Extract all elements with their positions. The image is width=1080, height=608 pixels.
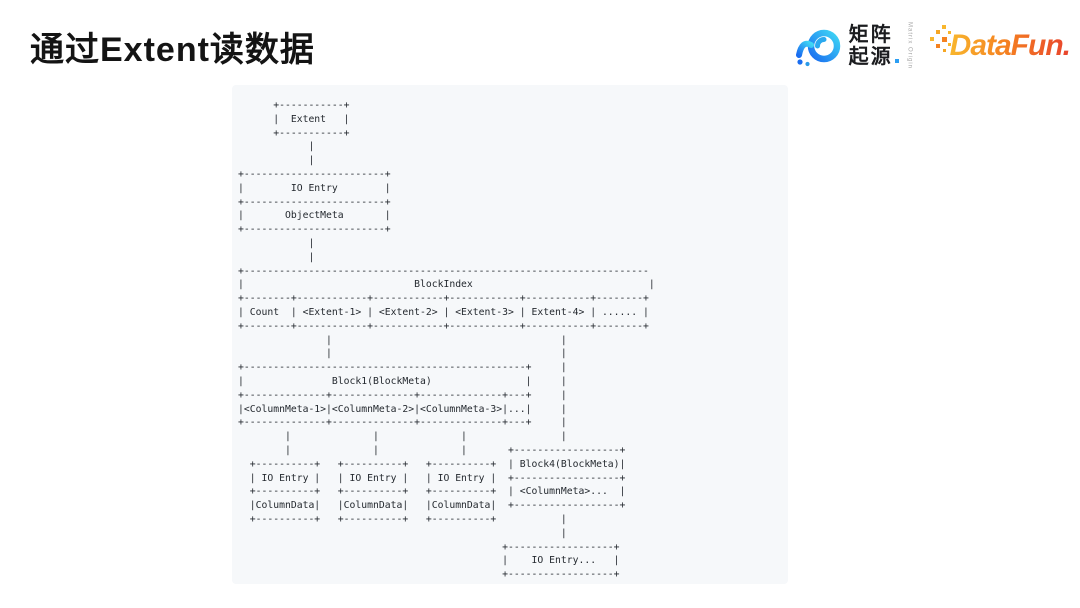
ascii-diagram: +-----------+ | Extent | +-----------+ |… [238, 100, 655, 581]
matrixorigin-name-line2: 起源 [848, 45, 893, 68]
header-logos: 矩阵 起源 Matrix Origin [795, 22, 1071, 70]
code-block: +-----------+ | Extent | +-----------+ |… [232, 85, 788, 584]
matrixorigin-tagline: Matrix Origin [906, 22, 913, 70]
datafun-logo: DataFun. [929, 25, 1071, 63]
matrixorigin-logo: 矩阵 起源 Matrix Origin [795, 22, 913, 70]
matrixorigin-name: 矩阵 起源 [849, 24, 899, 68]
matrixorigin-name-line1: 矩阵 [848, 23, 893, 46]
datafun-pixels-icon [929, 24, 953, 59]
matrixorigin-dot-icon [894, 58, 899, 63]
matrixorigin-icon [795, 24, 842, 68]
slide-title: 通过Extent读数据 [30, 31, 315, 69]
datafun-wordmark: DataFun. [949, 28, 1071, 62]
